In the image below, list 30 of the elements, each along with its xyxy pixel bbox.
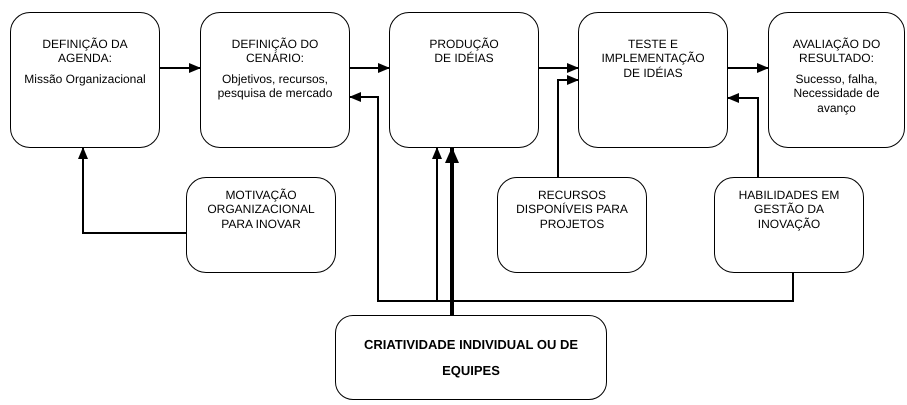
- arrow: [160, 63, 201, 73]
- arrow: [350, 63, 390, 73]
- arrow: [78, 147, 186, 234]
- process-box: [768, 12, 905, 148]
- box-heading: DEFINIÇÃO DA AGENDA:: [41, 37, 129, 66]
- process-box: [578, 12, 728, 148]
- process-box: [335, 315, 607, 400]
- box-heading: TESTE E IMPLEMENTAÇÃO DE IDÉIAS: [600, 37, 706, 80]
- box-heading: HABILIDADES EM GESTÃO DA INOVAÇÃO: [738, 188, 840, 232]
- process-box: [497, 177, 647, 273]
- arrow: [728, 63, 769, 73]
- process-box: [10, 12, 160, 148]
- box-heading: MOTIVAÇÃO ORGANIZACIONAL PARA INOVAR: [206, 188, 316, 232]
- process-box: [186, 177, 336, 273]
- box-heading: DEFINIÇÃO DO CENÁRIO:: [230, 37, 320, 66]
- box-heading: AVALIAÇÃO DO RESULTADO:: [792, 37, 882, 66]
- arrow: [557, 75, 579, 177]
- arrow: [432, 147, 794, 302]
- arrow: [539, 63, 579, 73]
- process-box: [389, 12, 539, 148]
- box-text: Missão Organizacional: [24, 72, 146, 86]
- arrow: [727, 93, 759, 177]
- arrow: [445, 147, 459, 315]
- box-heading: RECURSOS DISPONÍVEIS PARA PROJETOS: [515, 188, 629, 232]
- box-heading: CRIATIVIDADE INDIVIDUAL OU DE EQUIPES: [362, 336, 580, 380]
- box-text: Objetivos, recursos, pesquisa de mercado: [216, 72, 334, 101]
- process-box: [714, 177, 864, 273]
- process-box: [200, 12, 350, 148]
- box-text: Sucesso, falha, Necessidade de avanço: [792, 72, 881, 115]
- box-heading: PRODUÇÃO DE IDÉIAS: [428, 37, 500, 66]
